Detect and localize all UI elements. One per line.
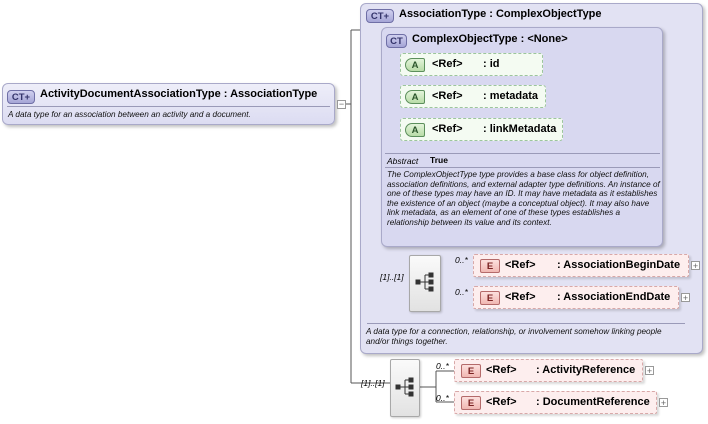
element-ref: <Ref> xyxy=(486,396,517,408)
attribute-ref: <Ref> xyxy=(432,123,463,135)
element-ref: <Ref> xyxy=(505,291,536,303)
attribute-icon: A xyxy=(405,90,425,104)
complex-object-type-title: ComplexObjectType : <None> xyxy=(412,33,568,45)
element-name: : DocumentReference xyxy=(536,396,650,408)
root-collapse-icon[interactable]: − xyxy=(337,99,346,109)
abstract-label: Abstract xyxy=(387,156,419,166)
element-icon: E xyxy=(461,364,481,378)
element-cardinality: 0..* xyxy=(455,255,468,265)
element-cardinality: 0..* xyxy=(455,287,468,297)
attribute-icon: A xyxy=(405,58,425,72)
element-name: : AssociationEndDate xyxy=(557,291,671,303)
root-complex-type[interactable]: CT+ ActivityDocumentAssociationType : As… xyxy=(2,83,335,125)
complex-object-type-description: The ComplexObjectType type provides a ba… xyxy=(387,170,660,227)
attribute-metadata[interactable]: A <Ref> : metadata xyxy=(400,85,546,108)
abstract-value: True xyxy=(430,155,448,165)
expand-icon[interactable]: + xyxy=(691,261,700,271)
attribute-name: : linkMetadata xyxy=(483,123,557,135)
root-title: ActivityDocumentAssociationType : Associ… xyxy=(40,88,318,100)
root-sequence-cardinality: [1]..[1] xyxy=(361,378,385,388)
attribute-link-metadata[interactable]: A <Ref> : linkMetadata xyxy=(400,118,563,141)
element-association-end-date[interactable]: E <Ref> : AssociationEndDate xyxy=(473,286,679,309)
association-sequence-cardinality: [1]..[1] xyxy=(380,272,404,282)
element-name: : ActivityReference xyxy=(536,364,636,376)
root-description: A data type for an association between a… xyxy=(8,110,251,119)
attribute-icon: A xyxy=(405,123,425,137)
element-activity-reference[interactable]: E <Ref> : ActivityReference xyxy=(454,359,643,382)
element-association-begin-date[interactable]: E <Ref> : AssociationBeginDate xyxy=(473,254,689,277)
association-sequence-box[interactable] xyxy=(409,255,441,312)
element-ref: <Ref> xyxy=(486,364,517,376)
sequence-icon xyxy=(415,272,434,292)
ct-badge-icon: CT+ xyxy=(366,9,394,23)
element-ref: <Ref> xyxy=(505,259,536,271)
expand-icon[interactable]: + xyxy=(659,398,668,408)
association-type-title: AssociationType : ComplexObjectType xyxy=(399,8,602,20)
element-name: : AssociationBeginDate xyxy=(557,259,681,271)
attribute-name: : id xyxy=(483,58,500,70)
attribute-name: : metadata xyxy=(483,90,539,102)
expand-icon[interactable]: + xyxy=(681,293,690,303)
root-sequence-box[interactable] xyxy=(390,359,420,417)
attribute-ref: <Ref> xyxy=(432,90,463,102)
sequence-icon xyxy=(395,377,414,397)
attribute-ref: <Ref> xyxy=(432,58,463,70)
expand-icon[interactable]: + xyxy=(645,366,654,376)
element-cardinality: 0..* xyxy=(436,393,449,403)
element-icon: E xyxy=(461,396,481,410)
attribute-id[interactable]: A <Ref> : id xyxy=(400,53,543,76)
element-document-reference[interactable]: E <Ref> : DocumentReference xyxy=(454,391,657,414)
ct-badge-icon: CT+ xyxy=(7,90,35,104)
element-icon: E xyxy=(480,291,500,305)
element-icon: E xyxy=(480,259,500,273)
element-cardinality: 0..* xyxy=(436,361,449,371)
ct-badge-icon: CT xyxy=(386,34,407,48)
association-type-description: A data type for a connection, relationsh… xyxy=(366,327,662,346)
